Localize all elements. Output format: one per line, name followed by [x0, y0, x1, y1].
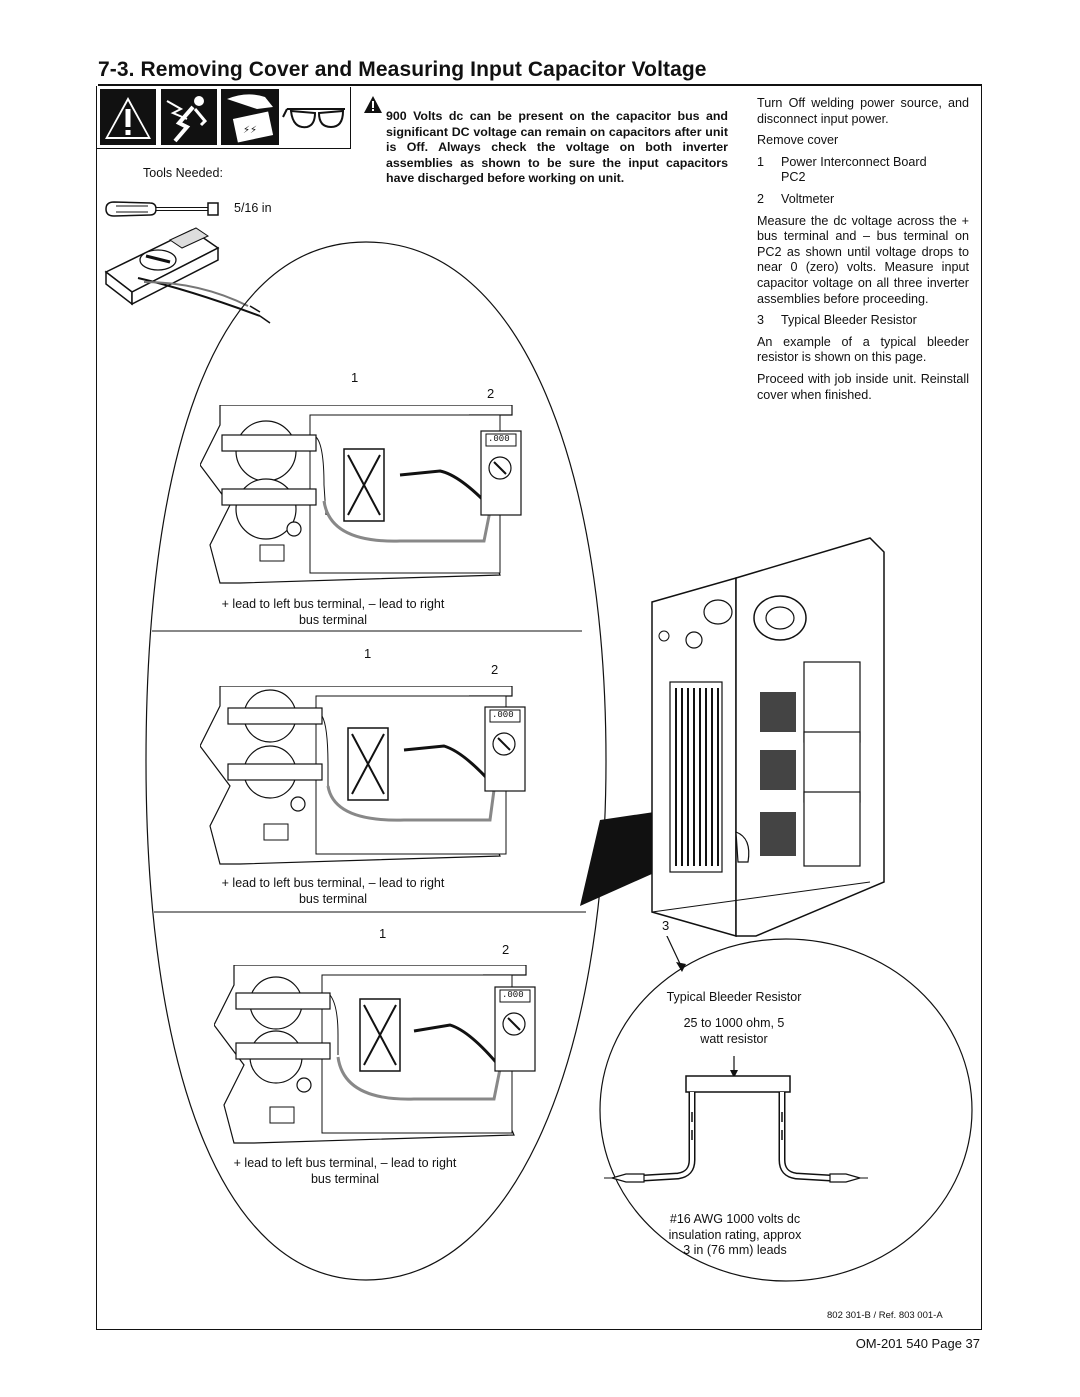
procedure-steps: Turn Off welding power source, and disco… [757, 96, 969, 409]
resistor-rating-line1: 25 to 1000 ohm, 5 [683, 1016, 785, 1030]
meter-reading-3: .000 [502, 990, 524, 1000]
callout-2-panel-2: 2 [491, 662, 499, 677]
resistor-leads-line1: #16 AWG 1000 volts dc [669, 1212, 801, 1226]
bleeder-resistor-drawing [604, 1050, 868, 1199]
inverter-panel-2 [199, 685, 540, 871]
inverter-panel-1 [199, 404, 540, 590]
step-measure: Measure the dc voltage across the + bus … [757, 213, 969, 306]
step-remove-cover: Remove cover [757, 133, 839, 148]
panel-2-caption-line2: bus terminal [298, 891, 368, 906]
voltmeter-1 [480, 430, 522, 521]
callout-3: 3 [662, 918, 670, 933]
item-1-number: 1 [757, 154, 765, 169]
meter-reading-2: .000 [492, 710, 514, 720]
nut-driver-icon [104, 199, 224, 224]
safety-glasses-icon [282, 108, 345, 129]
title-rule [98, 84, 982, 86]
warning-triangle-icon [100, 89, 156, 145]
meter-reading-1: .000 [488, 434, 510, 444]
panel-1-caption: + lead to left bus terminal, – lead to r… [200, 597, 466, 628]
detail-oval [96, 236, 636, 1291]
item-2-text: Voltmeter [781, 191, 835, 206]
electric-shock-icon [161, 89, 217, 145]
tools-heading: Tools Needed: [143, 166, 223, 180]
resistor-title: Typical Bleeder Resistor [666, 990, 802, 1004]
warning-text: 900 Volts dc can be present on the capac… [386, 109, 728, 186]
welding-power-source-illustration [644, 532, 896, 957]
resistor-rating-line2: watt resistor [700, 1031, 768, 1046]
item-1: 1 Power Interconnect Board [757, 155, 969, 171]
item-2: 2 Voltmeter [757, 192, 969, 208]
step-turn-off: Turn Off welding power source, and disco… [757, 96, 969, 126]
page-title: 7-3. Removing Cover and Measuring Input … [98, 58, 707, 81]
figure-reference: 802 301-B / Ref. 803 001-A [827, 1310, 943, 1321]
callout-2-panel-1: 2 [487, 386, 495, 401]
panel-1-caption-line2: bus terminal [298, 612, 368, 627]
warning-triangle-small-icon [364, 96, 382, 118]
panel-3-caption-line2: bus terminal [310, 1171, 380, 1186]
voltmeter-3 [494, 986, 536, 1077]
panel-2-caption-line1: + lead to left bus terminal, – lead to r… [221, 876, 445, 890]
callout-2-panel-3: 2 [502, 942, 510, 957]
wrench-size: 5/16 in [234, 201, 272, 215]
callout-1-panel-3: 1 [379, 926, 387, 941]
item-3: 3 Typical Bleeder Resistor [757, 313, 969, 329]
content-frame [96, 86, 982, 1330]
step-proceed: Proceed with job inside unit. Reinstall … [757, 371, 969, 402]
resistor-leads-line2: insulation rating, approx [668, 1227, 802, 1242]
item-2-number: 2 [757, 191, 765, 206]
voltmeter-2 [484, 706, 526, 797]
hand-shock-icon: ⚡⚡ [221, 89, 279, 145]
panel-2-caption: + lead to left bus terminal, – lead to r… [200, 876, 466, 907]
page-number: OM-201 540 Page 37 [855, 1336, 980, 1351]
resistor-leads: #16 AWG 1000 volts dc insulation rating,… [640, 1212, 830, 1259]
callout-1-panel-2: 1 [364, 646, 372, 661]
resistor-leads-line3: 3 in (76 mm) leads [683, 1243, 787, 1258]
item-1-sub: PC2 [781, 170, 806, 185]
safety-icon-strip: ⚡⚡ [97, 87, 351, 149]
svg-text:⚡⚡: ⚡⚡ [243, 125, 257, 136]
item-3-number: 3 [757, 313, 765, 328]
callout-1-panel-1: 1 [351, 370, 359, 385]
resistor-rating: 25 to 1000 ohm, 5 watt resistor [634, 1016, 834, 1047]
resistor-oval [596, 933, 976, 1289]
multimeter-illustration [100, 226, 280, 341]
step-example: An example of a typical bleeder resistor… [757, 334, 969, 365]
item-1-text: Power Interconnect Board [781, 154, 927, 169]
panel-3-caption: + lead to left bus terminal, – lead to r… [210, 1156, 480, 1187]
panel-1-caption-line1: + lead to left bus terminal, – lead to r… [221, 597, 445, 611]
item-3-text: Typical Bleeder Resistor [781, 313, 917, 328]
panel-3-caption-line1: + lead to left bus terminal, – lead to r… [233, 1156, 457, 1170]
inverter-panel-3 [213, 964, 554, 1150]
